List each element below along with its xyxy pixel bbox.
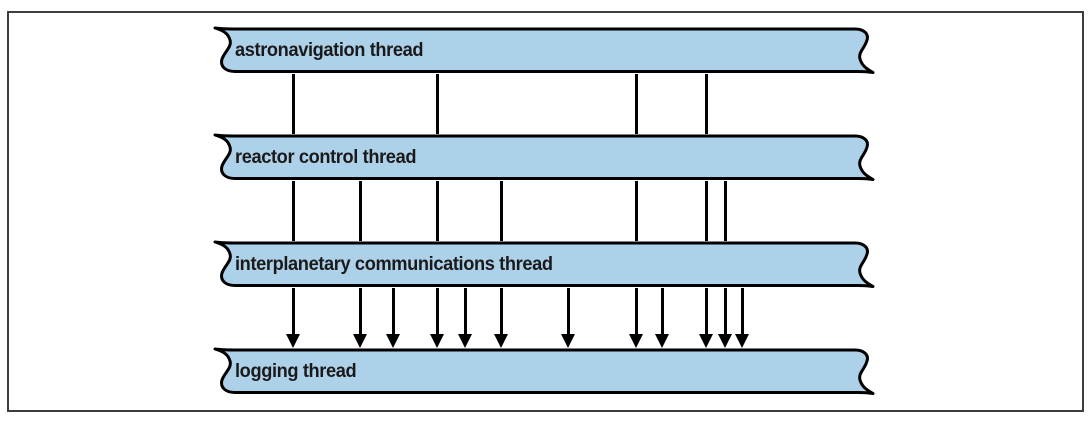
arrow-down-marker xyxy=(561,334,575,348)
thread-label: logging thread xyxy=(235,360,357,382)
ribbon-shape xyxy=(213,26,875,74)
message-line xyxy=(740,288,744,337)
arrow-down-marker xyxy=(386,334,400,348)
message-line xyxy=(358,288,362,337)
message-line xyxy=(291,74,295,134)
figure-frame xyxy=(7,11,1084,412)
thread-label: interplanetary communications thread xyxy=(235,253,553,275)
arrow-down-marker xyxy=(718,334,732,348)
message-line xyxy=(291,181,295,241)
message-line xyxy=(435,181,439,241)
message-line xyxy=(291,288,295,337)
arrow-down-marker xyxy=(699,334,713,348)
message-line xyxy=(499,181,503,241)
thread-banner-interplanetary-communications: interplanetary communications thread xyxy=(210,240,876,288)
thread-banner-astronavigation: astronavigation thread xyxy=(210,26,876,74)
message-line xyxy=(723,181,727,241)
message-line xyxy=(566,288,570,337)
arrow-down-marker xyxy=(458,334,472,348)
message-line xyxy=(463,288,467,337)
arrow-down-marker xyxy=(494,334,508,348)
arrow-down-marker xyxy=(286,334,300,348)
thread-label: reactor control thread xyxy=(235,146,417,168)
arrow-down-marker xyxy=(353,334,367,348)
message-line xyxy=(391,288,395,337)
thread-banner-logging: logging thread xyxy=(210,347,876,395)
thread-banner-reactor-control: reactor control thread xyxy=(210,133,876,181)
message-line xyxy=(723,288,727,337)
message-line xyxy=(358,181,362,241)
message-line xyxy=(704,288,708,337)
arrow-down-marker xyxy=(655,334,669,348)
message-line xyxy=(704,181,708,241)
message-line xyxy=(435,74,439,134)
arrow-down-marker xyxy=(430,334,444,348)
arrow-down-marker xyxy=(629,334,643,348)
message-line xyxy=(704,74,708,134)
message-line xyxy=(634,288,638,337)
ribbon-shape xyxy=(213,240,875,288)
ribbon-shape xyxy=(213,133,875,181)
ribbon-shape xyxy=(213,347,875,395)
message-line xyxy=(634,74,638,134)
message-line xyxy=(660,288,664,337)
arrow-down-marker xyxy=(735,334,749,348)
thread-label: astronavigation thread xyxy=(235,39,424,61)
message-line xyxy=(634,181,638,241)
message-line xyxy=(435,288,439,337)
message-line xyxy=(499,288,503,337)
